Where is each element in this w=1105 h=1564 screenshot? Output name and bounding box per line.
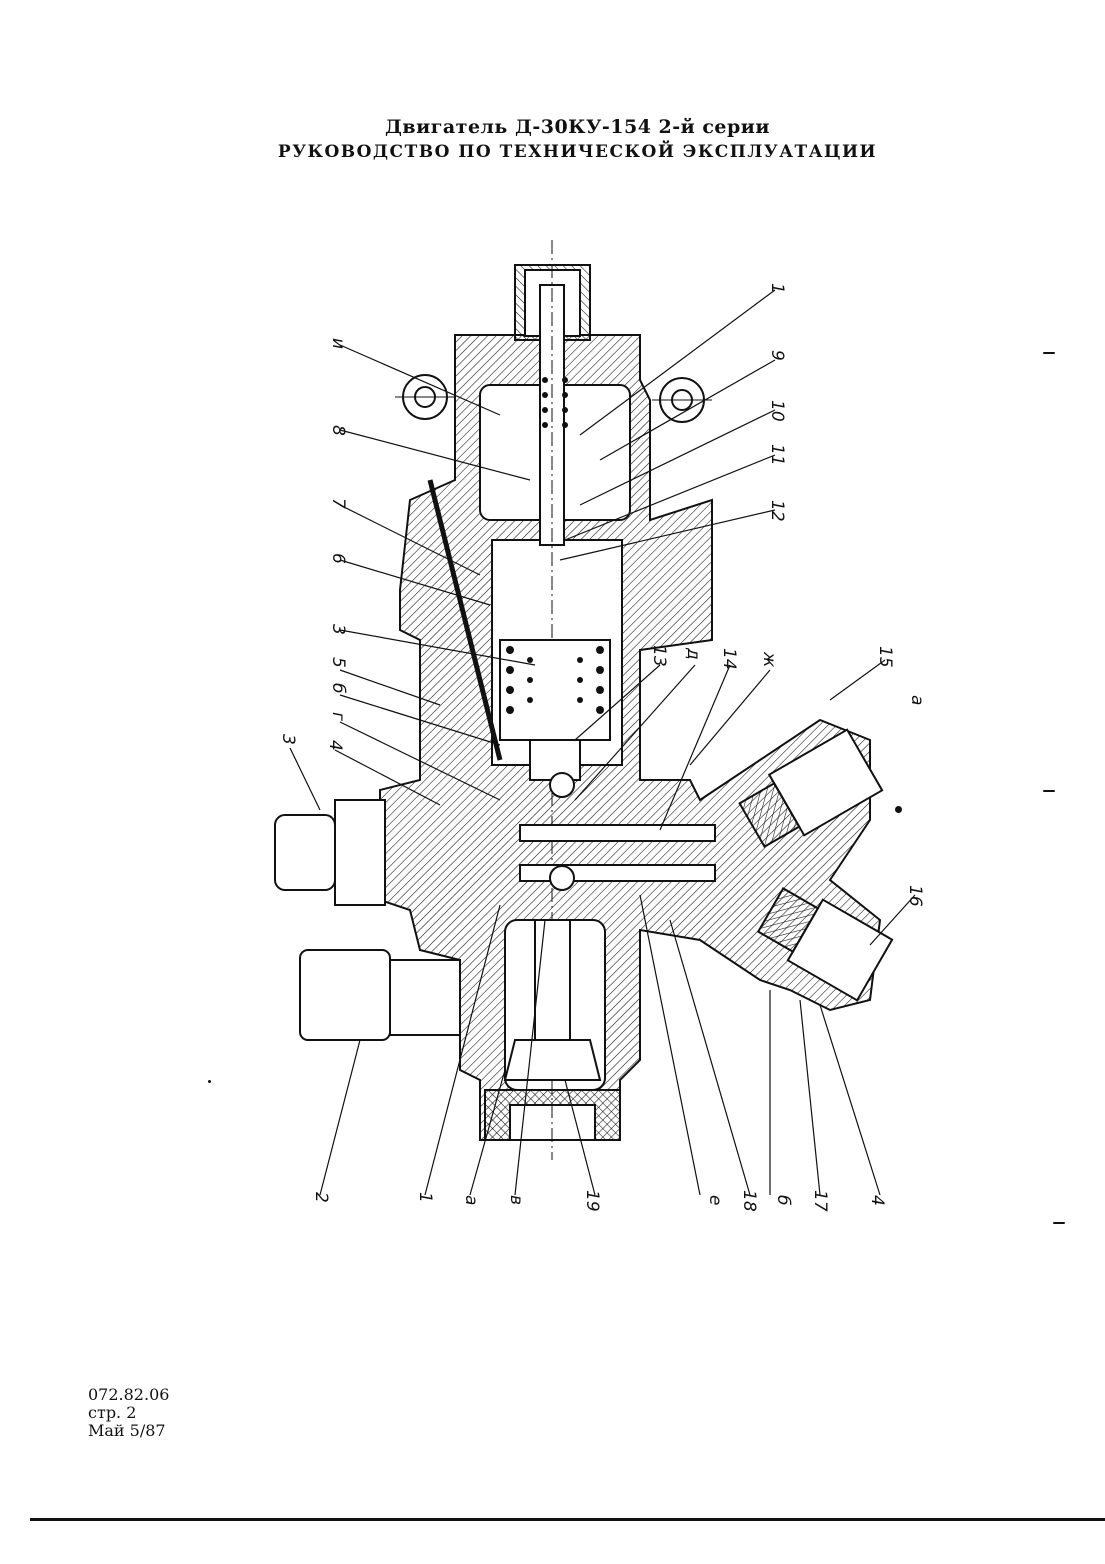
callout-label: 1 xyxy=(415,1192,435,1203)
callouts-bottom: 2 1 а в 19 е 18 б 17 4 xyxy=(311,1190,887,1212)
header-manual-title: РУКОВОДСТВО ПО ТЕХНИЧЕСКОЙ ЭКСПЛУАТАЦИИ xyxy=(277,142,878,162)
scan-speck xyxy=(1053,1222,1065,1224)
mounting-lugs xyxy=(395,374,712,423)
callouts-right-mid: 13 д 14 ж 15 а 16 xyxy=(649,645,927,907)
callout-label: а xyxy=(461,1195,481,1205)
callout-label: 17 xyxy=(810,1190,830,1212)
callout-label: ж xyxy=(759,651,779,668)
callout-label: е xyxy=(705,1195,725,1205)
callout-label: 1 xyxy=(767,283,787,294)
callout-label: 15 xyxy=(875,646,895,668)
fittings xyxy=(274,728,894,1041)
callout-label: г xyxy=(328,712,348,721)
callout-label: 10 xyxy=(767,400,787,422)
bottom-rule xyxy=(30,1518,1105,1521)
passages xyxy=(427,479,716,891)
callout-label: 6 xyxy=(328,553,348,564)
callout-label: д xyxy=(683,647,703,660)
callout-label: 7 xyxy=(328,498,348,509)
page-header: Двигатель Д-30КУ-154 2-й серии РУКОВОДСТ… xyxy=(0,116,1105,162)
leader-lines xyxy=(289,289,916,1196)
scan-speck xyxy=(895,806,902,813)
callout-label: 16 xyxy=(905,885,925,907)
callout-label: 11 xyxy=(767,444,787,466)
callout-label: в xyxy=(506,1195,526,1205)
scan-speck xyxy=(208,1080,211,1083)
callouts-left: и 8 7 6 3 5 б г 4 3 xyxy=(278,338,348,751)
callout-label: б xyxy=(773,1195,793,1205)
scan-speck xyxy=(1043,352,1055,354)
callout-label: 8 xyxy=(328,425,348,436)
page-number: стр. 2 xyxy=(88,1403,137,1422)
callout-label: 3 xyxy=(328,624,348,635)
callout-label: и xyxy=(328,338,348,349)
callout-label: 12 xyxy=(767,500,787,522)
page-footer: 072.82.06 стр. 2 Май 5/87 xyxy=(88,1386,169,1440)
callout-label: 18 xyxy=(739,1190,759,1212)
header-engine-title: Двигатель Д-30КУ-154 2-й серии xyxy=(385,116,770,138)
document-number: 072.82.06 xyxy=(88,1385,170,1404)
revision-date: Май 5/87 xyxy=(88,1421,166,1440)
callout-label: 2 xyxy=(311,1192,331,1203)
callout-label: б xyxy=(328,683,348,693)
callout-label: а xyxy=(907,695,927,705)
scan-speck xyxy=(1043,790,1055,792)
callout-label: 4 xyxy=(325,740,345,751)
spring-coils xyxy=(506,377,604,714)
callouts-right-top: 1 9 10 11 12 xyxy=(767,283,787,522)
callout-label: 13 xyxy=(649,645,669,667)
callout-label: 9 xyxy=(767,350,787,361)
callout-label: 14 xyxy=(719,648,739,670)
callout-label: 4 xyxy=(867,1195,887,1206)
callout-label: 19 xyxy=(582,1190,602,1212)
callout-label: 5 xyxy=(328,657,348,668)
callout-label: 3 xyxy=(278,734,298,745)
